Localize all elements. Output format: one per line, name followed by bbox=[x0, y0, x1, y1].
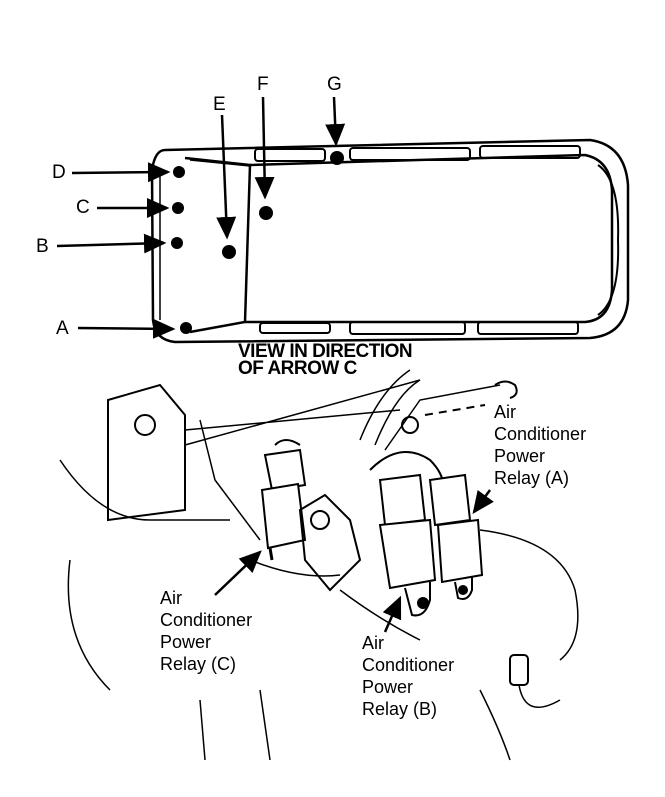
arrow-e bbox=[216, 114, 237, 240]
locator-label-a: A bbox=[56, 318, 69, 339]
locator-b-dot bbox=[171, 237, 183, 249]
locator-g-dot bbox=[330, 151, 344, 165]
locator-a-dot bbox=[180, 322, 192, 334]
locator-d-dot bbox=[173, 166, 185, 178]
arrow-a bbox=[77, 318, 176, 339]
locator-label-b: B bbox=[36, 236, 49, 257]
locator-label-e: E bbox=[213, 94, 226, 115]
locator-c-dot bbox=[172, 202, 184, 214]
arrow-d bbox=[71, 162, 171, 183]
arrow-b bbox=[56, 233, 167, 254]
view-title: VIEW IN DIRECTION OF ARROW C bbox=[238, 341, 413, 379]
arrow-f bbox=[254, 96, 275, 200]
locator-label-c: C bbox=[76, 197, 90, 218]
relay-b-pointer bbox=[382, 595, 402, 633]
locator-label-d: D bbox=[52, 162, 66, 183]
arrow-g bbox=[325, 96, 346, 147]
view-title-line2: OF ARROW C bbox=[238, 358, 357, 379]
locator-e-dot bbox=[222, 245, 236, 259]
locator-label-g: G bbox=[327, 74, 342, 95]
view-title-line1: VIEW IN DIRECTION bbox=[238, 341, 413, 362]
relay-c-pointer bbox=[214, 550, 262, 596]
locator-label-f: F bbox=[257, 74, 269, 95]
relay-a-pointer bbox=[472, 489, 494, 515]
locator-f-dot bbox=[259, 206, 273, 220]
relay-detail-drawing bbox=[59, 369, 579, 761]
